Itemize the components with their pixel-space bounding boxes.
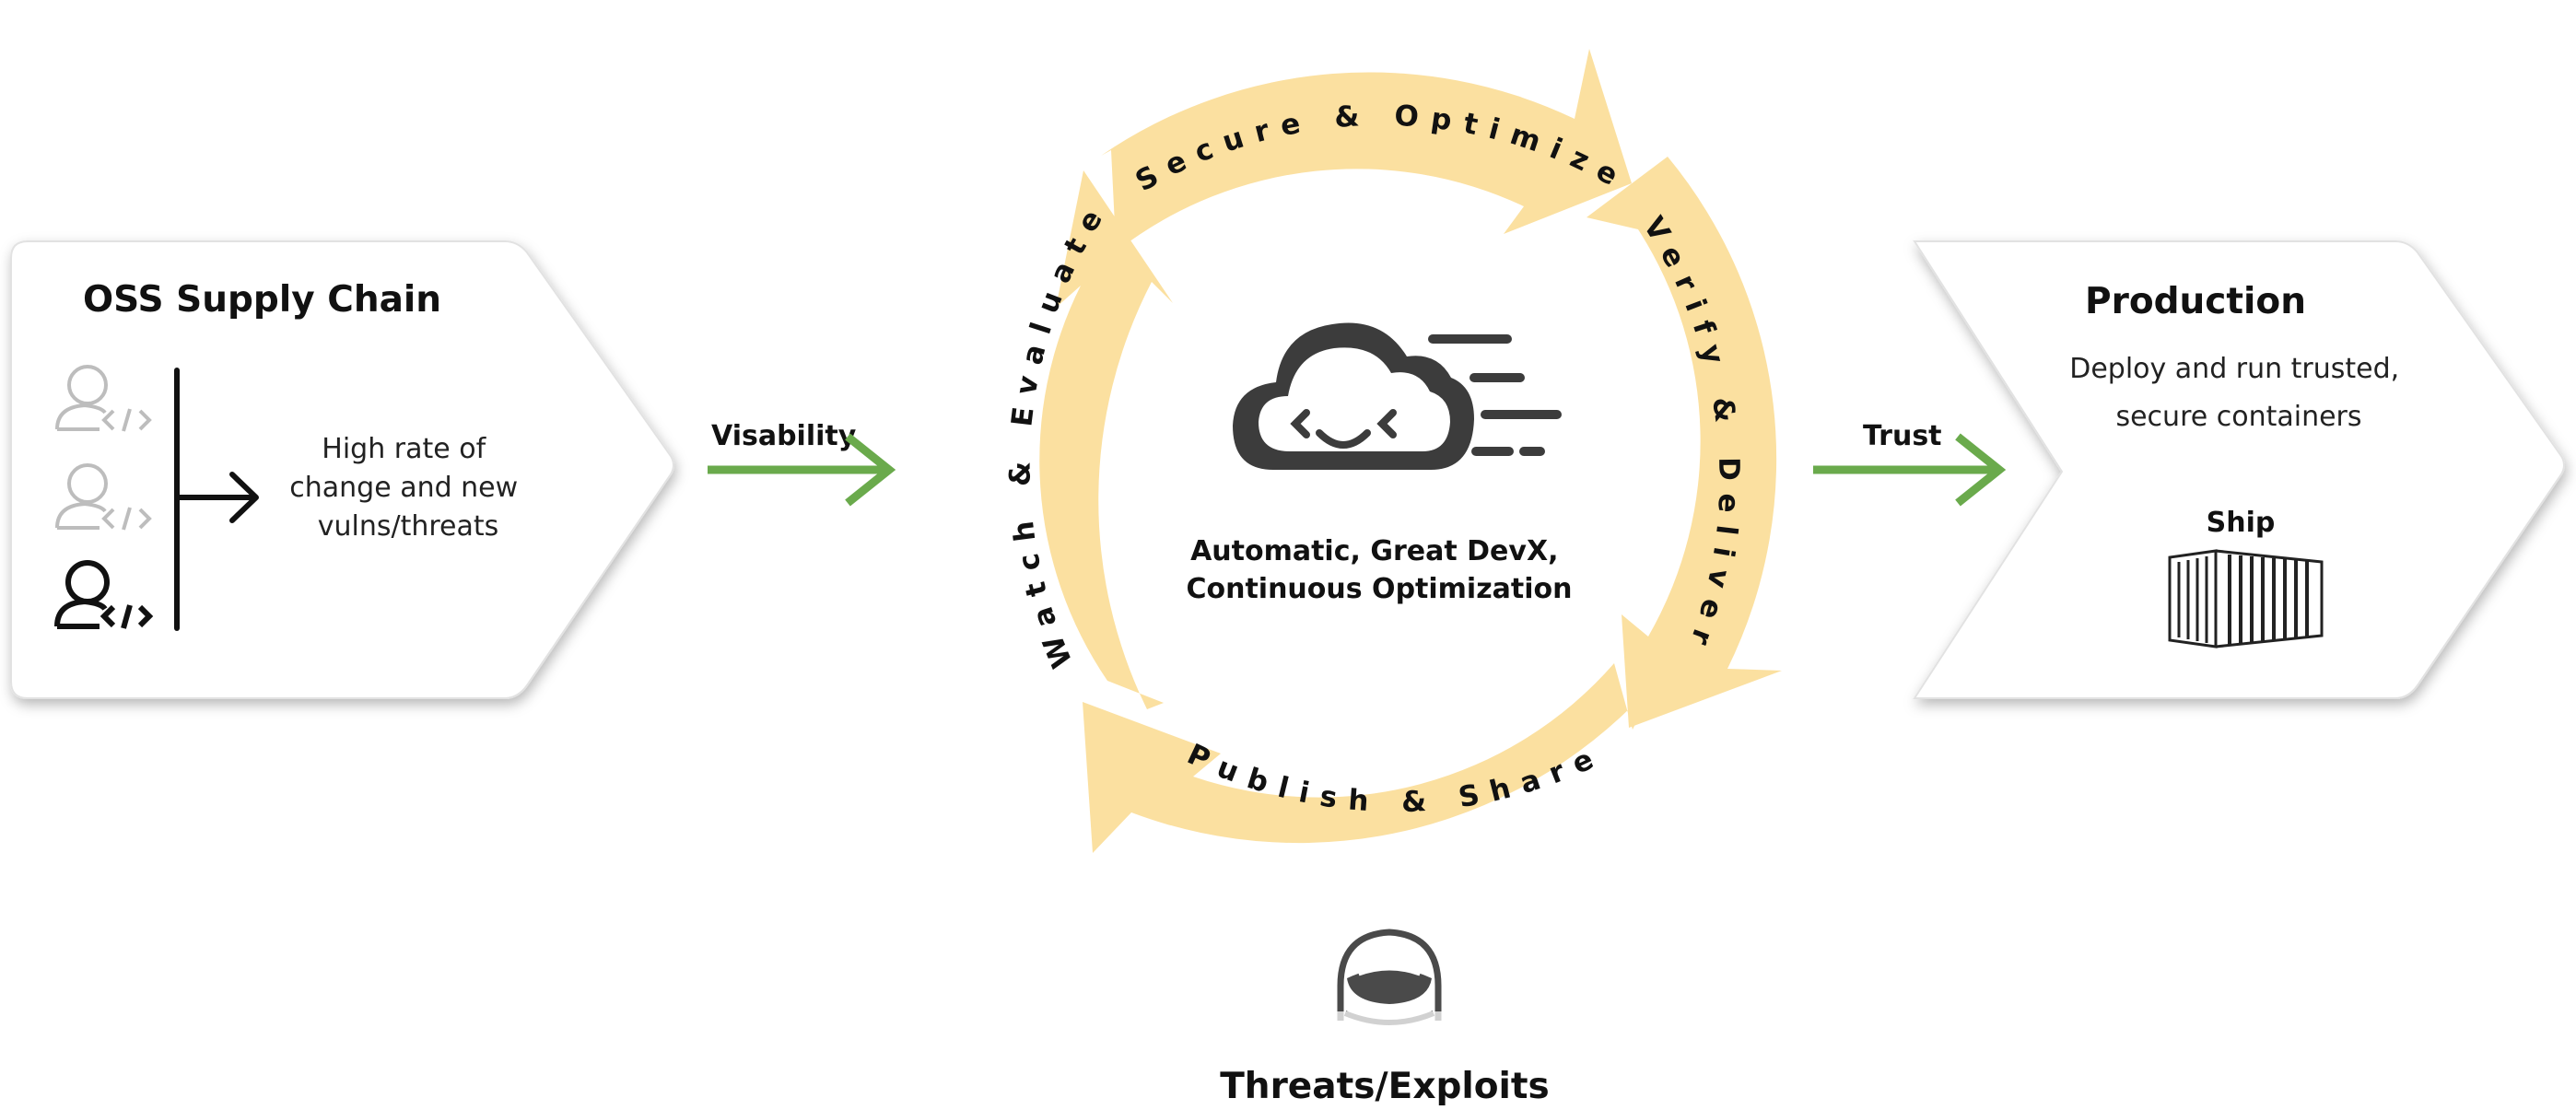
- hooded-hacker-icon: [1327, 929, 1452, 1039]
- cycle-arrow-secure-optimize: [1101, 49, 1632, 250]
- production-description: Deploy and run trusted, secure container…: [2069, 353, 2408, 433]
- oss-description-line-2: change and new: [289, 472, 518, 504]
- speedy-cloud-icon: [1233, 322, 1562, 470]
- production-title: Production: [2085, 281, 2306, 322]
- ship-label: Ship: [2207, 507, 2276, 539]
- threats-section: Threats/Exploits: [1220, 929, 1550, 1107]
- trust-label: Trust: [1863, 420, 1942, 452]
- visability-label: Visability: [711, 420, 857, 452]
- developer-icon-faded-1: [55, 365, 152, 432]
- threats-label: Threats/Exploits: [1220, 1066, 1550, 1107]
- trust-arrow: Trust: [1813, 420, 2007, 507]
- cycle-center-line-1: Automatic, Great DevX,: [1190, 535, 1558, 567]
- cycle-center-text: Automatic, Great DevX, Continuous Optimi…: [1186, 535, 1572, 605]
- production-panel: Production Deploy and run trusted, secur…: [1913, 240, 2565, 699]
- oss-description: High rate of change and new vulns/threat…: [289, 433, 526, 543]
- flow-arrow-icon: [174, 368, 259, 631]
- cycle-arrow-verify-deliver: [1587, 157, 1782, 728]
- shipping-container-icon: [2168, 549, 2324, 648]
- oss-supply-chain-title: OSS Supply Chain: [83, 279, 441, 321]
- lifecycle-cycle: Secure & Optimize Verify & Deliver Publi…: [1004, 49, 1782, 853]
- oss-supply-chain-panel: OSS Supply Chain: [10, 240, 674, 699]
- developer-icon-active: [54, 560, 154, 629]
- production-description-line-1: Deploy and run trusted,: [2069, 353, 2399, 385]
- production-description-line-2: secure containers: [2115, 401, 2361, 433]
- developer-icon-faded-2: [55, 463, 152, 531]
- visability-arrow: Visability: [708, 420, 896, 507]
- cycle-center-line-2: Continuous Optimization: [1186, 573, 1572, 605]
- cycle-arrow-watch-evaluate: [1039, 170, 1173, 709]
- oss-description-line-1: High rate of: [322, 433, 486, 465]
- cycle-arrow-publish-share: [1083, 663, 1658, 853]
- oss-description-line-3: vulns/threats: [318, 510, 499, 543]
